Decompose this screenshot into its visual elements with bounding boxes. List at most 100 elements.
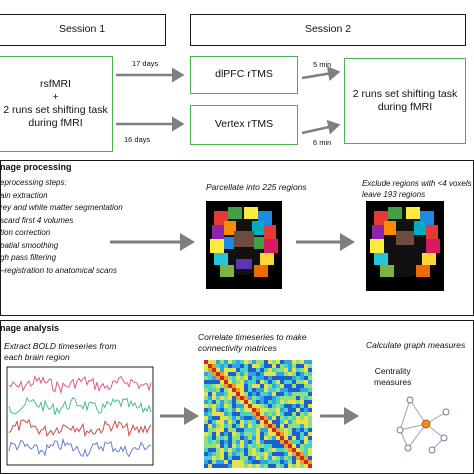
matrix-cell: [248, 384, 252, 388]
matrix-cell: [296, 388, 300, 392]
centrality-label: Centrality measures: [374, 366, 411, 388]
matrix-cell: [272, 368, 276, 372]
matrix-cell: [292, 392, 296, 396]
matrix-cell: [296, 444, 300, 448]
matrix-cell: [268, 368, 272, 372]
matrix-cell: [216, 396, 220, 400]
extract-label: Extract BOLD timeseries from each brain …: [4, 341, 116, 363]
matrix-cell: [220, 416, 224, 420]
matrix-cell: [212, 460, 216, 464]
matrix-cell: [304, 420, 308, 424]
matrix-cell: [268, 440, 272, 444]
matrix-cell: [276, 372, 280, 376]
matrix-cell: [228, 392, 232, 396]
matrix-cell: [240, 400, 244, 404]
matrix-cell: [204, 396, 208, 400]
matrix-cell: [212, 412, 216, 416]
matrix-cell: [256, 424, 260, 428]
matrix-cell: [232, 392, 236, 396]
matrix-cell: [300, 408, 304, 412]
matrix-cell: [236, 392, 240, 396]
matrix-cell: [260, 400, 264, 404]
matrix-cell: [304, 384, 308, 388]
matrix-cell: [240, 452, 244, 456]
matrix-cell: [292, 380, 296, 384]
matrix-cell: [272, 384, 276, 388]
matrix-cell: [204, 412, 208, 416]
matrix-cell: [236, 400, 240, 404]
matrix-cell: [248, 404, 252, 408]
matrix-cell: [284, 360, 288, 364]
matrix-cell: [212, 432, 216, 436]
matrix-cell: [244, 408, 248, 412]
matrix-cell: [244, 404, 248, 408]
matrix-cell: [220, 428, 224, 432]
matrix-cell: [288, 408, 292, 412]
matrix-cell: [296, 416, 300, 420]
matrix-cell: [204, 400, 208, 404]
matrix-cell: [228, 452, 232, 456]
matrix-cell: [264, 452, 268, 456]
matrix-cell: [268, 360, 272, 364]
matrix-cell: [208, 452, 212, 456]
matrix-cell: [216, 432, 220, 436]
matrix-cell: [236, 444, 240, 448]
central-node: [421, 419, 431, 429]
matrix-cell: [308, 364, 312, 368]
matrix-cell: [244, 400, 248, 404]
timeseries-trace: [8, 418, 152, 438]
matrix-cell: [212, 404, 216, 408]
matrix-cell: [272, 452, 276, 456]
matrix-cell: [232, 412, 236, 416]
preprocessing-steps-list: eprocessing steps: ain extraction rey an…: [0, 177, 123, 277]
correlate-line-1: Correlate timeseries to make: [198, 332, 307, 342]
matrix-cell: [204, 360, 208, 364]
matrix-cell: [264, 448, 268, 452]
matrix-cell: [204, 384, 208, 388]
step-6: gh pass filtering: [0, 253, 57, 262]
matrix-cell: [280, 364, 284, 368]
matrix-cell: [284, 364, 288, 368]
matrix-cell: [272, 412, 276, 416]
matrix-cell: [280, 392, 284, 396]
matrix-cell: [224, 464, 228, 468]
matrix-cell: [244, 392, 248, 396]
matrix-cell: [304, 360, 308, 364]
matrix-cell: [292, 388, 296, 392]
matrix-cell: [208, 364, 212, 368]
matrix-cell: [208, 376, 212, 380]
matrix-cell: [228, 396, 232, 400]
matrix-cell: [288, 360, 292, 364]
matrix-cell: [236, 372, 240, 376]
matrix-cell: [216, 452, 220, 456]
matrix-cell: [240, 396, 244, 400]
matrix-cell: [276, 436, 280, 440]
matrix-cell: [268, 420, 272, 424]
matrix-cell: [220, 436, 224, 440]
matrix-cell: [204, 408, 208, 412]
matrix-cell: [260, 464, 264, 468]
matrix-cell: [204, 380, 208, 384]
matrix-cell: [280, 388, 284, 392]
matrix-cell: [264, 384, 268, 388]
exclude-label: Exclude regions with <4 voxels leave 193…: [362, 178, 472, 200]
matrix-cell: [296, 404, 300, 408]
matrix-cell: [272, 432, 276, 436]
matrix-cell: [308, 388, 312, 392]
matrix-cell: [288, 400, 292, 404]
session1-title: Session 1: [58, 23, 106, 36]
matrix-cell: [220, 464, 224, 468]
matrix-cell: [252, 400, 256, 404]
matrix-cell: [272, 428, 276, 432]
matrix-cell: [216, 400, 220, 404]
matrix-cell: [264, 360, 268, 364]
matrix-cell: [276, 388, 280, 392]
matrix-cell: [280, 396, 284, 400]
timeseries-plot: [6, 366, 154, 466]
matrix-cell: [236, 432, 240, 436]
matrix-cell: [252, 436, 256, 440]
matrix-cell: [304, 404, 308, 408]
matrix-cell: [244, 416, 248, 420]
matrix-cell: [300, 380, 304, 384]
matrix-cell: [208, 448, 212, 452]
